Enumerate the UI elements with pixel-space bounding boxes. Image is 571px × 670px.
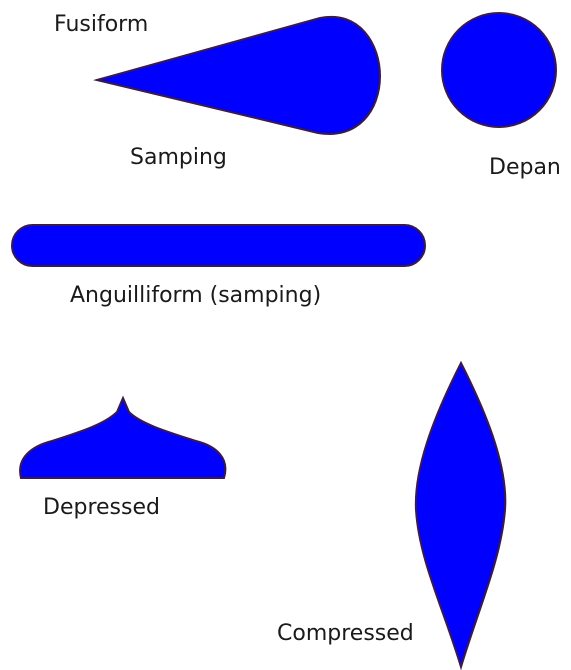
depressed-label: Depressed (43, 495, 160, 520)
compressed-label: Compressed (277, 621, 414, 646)
anguilliform-shape (11, 224, 426, 267)
anguilliform-label: Anguilliform (samping) (70, 283, 322, 308)
fusiform-side-shape (93, 15, 382, 136)
samping-label: Samping (130, 145, 227, 170)
compressed-shape (414, 360, 507, 670)
fusiform-front-shape (441, 12, 557, 128)
depan-label: Depan (489, 155, 561, 180)
depressed-shape (19, 395, 227, 479)
fusiform-label: Fusiform (54, 12, 149, 37)
